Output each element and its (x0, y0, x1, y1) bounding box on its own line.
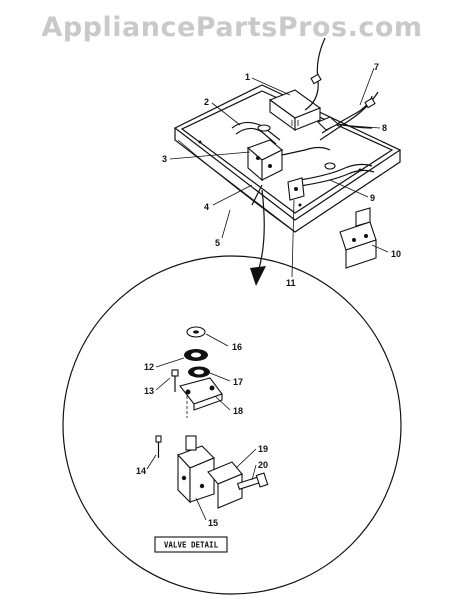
leader-lines-detail (146, 333, 257, 521)
callout-10: 10 (391, 249, 401, 259)
detail-circle (62, 255, 402, 595)
callout-5: 5 (215, 238, 220, 248)
callout-7: 7 (374, 62, 379, 72)
part-15-valve-body (177, 435, 215, 504)
part-3-4-valve-bracket (246, 139, 331, 206)
callout-18: 18 (233, 406, 243, 416)
part-18-plate (179, 377, 223, 418)
callout-19: 19 (258, 444, 268, 454)
leader-lines-upper (169, 67, 389, 278)
detail-arrow (250, 189, 266, 286)
part-11-bracket (287, 177, 305, 201)
callout-17: 17 (233, 377, 243, 387)
callout-3: 3 (162, 154, 167, 164)
part-20-bolt (236, 472, 269, 490)
part-17-oring (188, 366, 210, 378)
callout-1: 1 (245, 72, 250, 82)
part-8-connector (317, 116, 373, 131)
callout-9: 9 (370, 193, 375, 203)
callout-2: 2 (204, 97, 209, 107)
callout-20: 20 (258, 460, 268, 470)
part-14-pin (155, 435, 162, 458)
part-19-bracket (207, 461, 243, 509)
part-13-screw (171, 369, 179, 392)
detail-label: VALVE DETAIL (164, 541, 219, 550)
part-16-washer (186, 326, 206, 338)
tray-assembly (173, 84, 402, 233)
callout-13: 13 (144, 386, 154, 396)
callout-4: 4 (204, 202, 209, 212)
detail-label-box (154, 536, 228, 553)
part-10-bracket (339, 207, 377, 269)
part-2-tube (231, 121, 281, 145)
part-1-module (268, 89, 322, 132)
callout-15: 15 (208, 518, 218, 528)
watermark-text: AppliancePartsPros.com (41, 12, 423, 43)
callout-numbers: 1 2 3 4 5 7 8 9 10 11 16 12 13 17 18 14 … (136, 62, 401, 528)
part-9-tube (299, 162, 375, 187)
callout-16: 16 (232, 342, 242, 352)
callout-11: 11 (286, 278, 296, 288)
part-12-ring (184, 349, 208, 361)
callout-12: 12 (144, 362, 154, 372)
callout-14: 14 (136, 466, 146, 476)
callout-8: 8 (382, 123, 387, 133)
